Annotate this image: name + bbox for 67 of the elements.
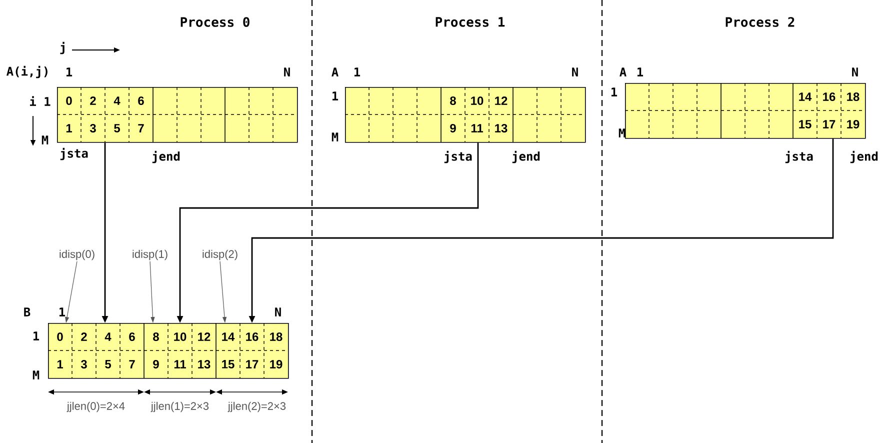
axis-label: B	[24, 308, 30, 316]
axis-label: A	[332, 68, 338, 76]
cell-value: 11	[174, 360, 186, 368]
cell-value: 1	[66, 124, 72, 132]
cell-value: 16	[823, 92, 836, 101]
axis-label: N	[284, 68, 290, 76]
dimension-label: jjlen(0)=2×4	[66, 402, 125, 412]
cell-value: 14	[222, 332, 235, 341]
cell-value: 6	[138, 96, 144, 105]
axis-label: jsta	[444, 150, 472, 164]
axis-label: 1	[612, 88, 618, 96]
cell-value: 5	[114, 124, 120, 132]
dimension-label: jjlen(2)=2×3	[228, 402, 286, 412]
cell-value: 0	[66, 96, 72, 105]
cell-value: 18	[270, 332, 282, 341]
axis-label: 1	[354, 68, 360, 76]
axis-label: A	[620, 68, 626, 76]
cell-value: 10	[471, 96, 484, 105]
cell-value: 3	[80, 360, 87, 368]
axis-label: N	[572, 68, 578, 76]
pointer-label: idisp(0)	[60, 250, 94, 260]
cell-value: 15	[222, 360, 234, 368]
cell-value: 8	[153, 332, 159, 341]
cell-value: 19	[847, 120, 860, 128]
cell-value: 6	[129, 332, 135, 341]
cell-value: 12	[495, 96, 508, 105]
axis-label: 1	[66, 68, 72, 76]
process-heading: Process 2	[726, 17, 794, 27]
process-heading: Process 1	[436, 17, 505, 27]
cell-value: 9	[153, 360, 159, 368]
axis-label: 1	[332, 92, 338, 100]
cell-value: 12	[198, 332, 210, 341]
cell-value: 7	[138, 124, 144, 132]
cell-value: 11	[471, 124, 483, 132]
cell-value: 17	[823, 120, 836, 128]
cell-value: 9	[450, 124, 456, 132]
cell-value: 8	[450, 96, 456, 105]
pointer-label: idisp(1)	[132, 250, 168, 260]
cell-value: 10	[174, 332, 186, 341]
axis-label: j	[60, 42, 64, 54]
cell-value: 19	[270, 360, 282, 368]
axis-label: M	[618, 128, 626, 138]
cell-value: 4	[104, 332, 112, 341]
process-heading: Process 0	[180, 17, 250, 27]
axis-label: A(i,j)	[6, 66, 48, 78]
cell-value: 13	[198, 360, 210, 368]
cell-value: 4	[114, 96, 120, 105]
cell-value: 15	[799, 120, 812, 128]
cell-value: 5	[105, 360, 111, 368]
cell-value: 17	[246, 360, 258, 368]
cell-value: 13	[495, 124, 508, 132]
cell-value: 14	[799, 92, 812, 101]
axis-label: M	[332, 132, 338, 142]
cell-value: 1	[57, 360, 63, 368]
cell-value: 18	[847, 92, 860, 101]
axis-label: jend	[850, 150, 878, 164]
axis-label: M	[42, 136, 48, 144]
cell-value: 2	[81, 332, 87, 341]
pointer-label: idisp(2)	[202, 250, 238, 260]
axis-label: 1	[60, 308, 66, 316]
cell-value: 7	[129, 360, 135, 368]
dimension-label: jjlen(1)=2×3	[150, 402, 209, 412]
cell-value: 2	[90, 96, 96, 105]
cell-value: 0	[57, 332, 63, 341]
cell-value: 3	[90, 124, 96, 132]
cell-value: 16	[246, 332, 258, 341]
axis-label: jsta	[785, 150, 813, 164]
